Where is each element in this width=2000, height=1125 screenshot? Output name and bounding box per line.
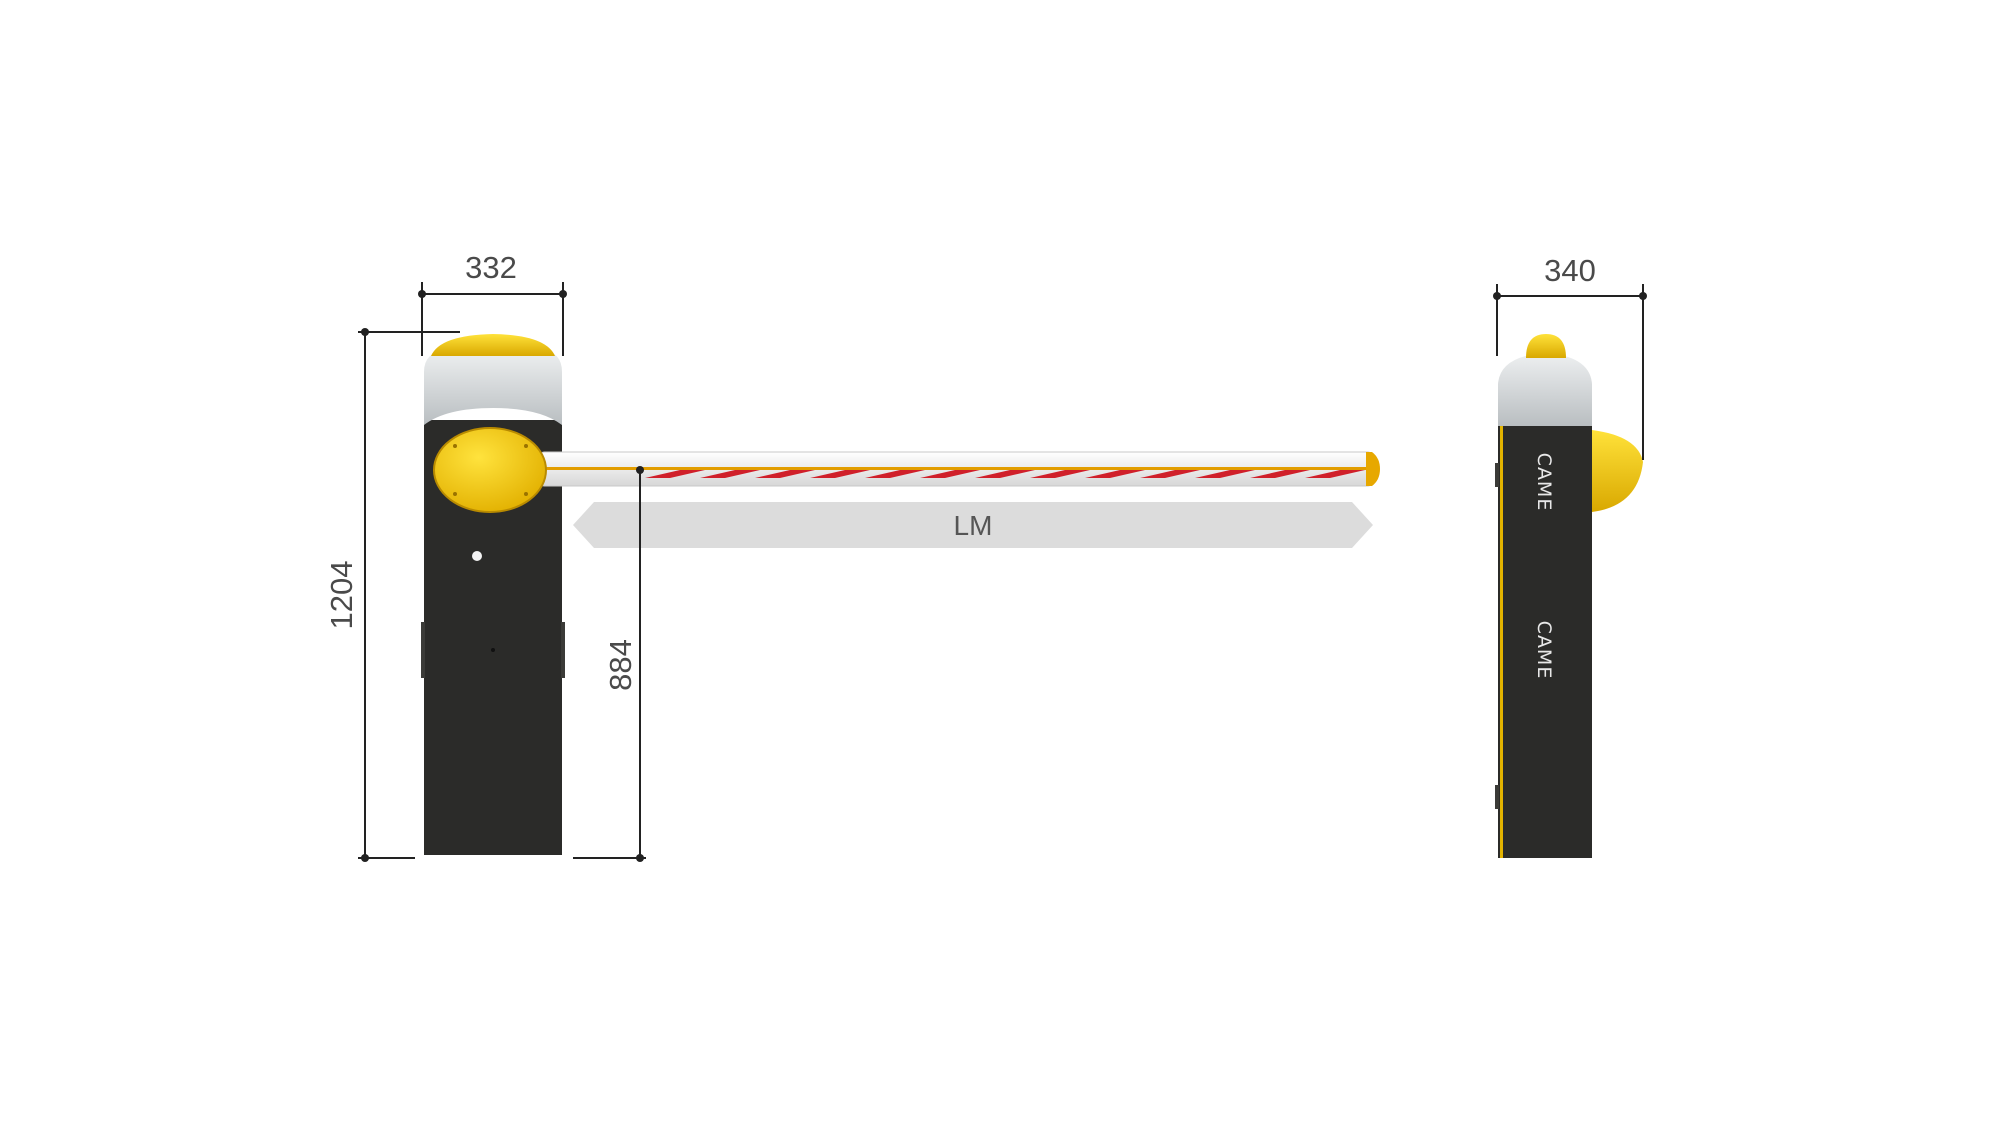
front-cover <box>424 350 562 425</box>
boom-length-label: LM <box>954 510 993 541</box>
total-height-label: 1204 <box>324 561 359 630</box>
front-width-label: 332 <box>465 250 517 285</box>
front-vent-left <box>421 622 425 678</box>
front-small-hole <box>491 648 495 652</box>
boom-hub-cover <box>433 427 547 513</box>
side-cabinet <box>1498 420 1592 858</box>
boom-height-label: 884 <box>603 639 638 691</box>
front-indicator-dot <box>472 551 482 561</box>
barrier-boom <box>539 451 1380 487</box>
boom-length-arrow: LM <box>573 502 1373 548</box>
front-width-dimension <box>418 282 567 356</box>
front-view <box>421 334 1380 855</box>
total-height-dimension <box>358 328 460 862</box>
side-brand-lower: CAME <box>1533 621 1555 680</box>
front-top-lamp-icon <box>431 334 555 356</box>
side-vent-top <box>1495 463 1499 487</box>
side-width-label: 340 <box>1544 253 1596 288</box>
side-edge-stripe <box>1500 425 1503 858</box>
side-view: CAME CAME <box>1495 334 1643 858</box>
boom-red-stripes <box>645 470 1365 478</box>
side-width-dimension <box>1493 284 1647 460</box>
front-vent-right <box>561 622 565 678</box>
side-top-lamp-icon <box>1526 334 1566 358</box>
side-cover <box>1498 353 1592 426</box>
boom-end-cap <box>1366 452 1380 486</box>
side-boom-hub-icon <box>1592 430 1643 512</box>
side-brand-upper: CAME <box>1533 453 1555 512</box>
side-vent-bottom <box>1495 785 1499 809</box>
boom-height-dimension <box>573 466 646 862</box>
